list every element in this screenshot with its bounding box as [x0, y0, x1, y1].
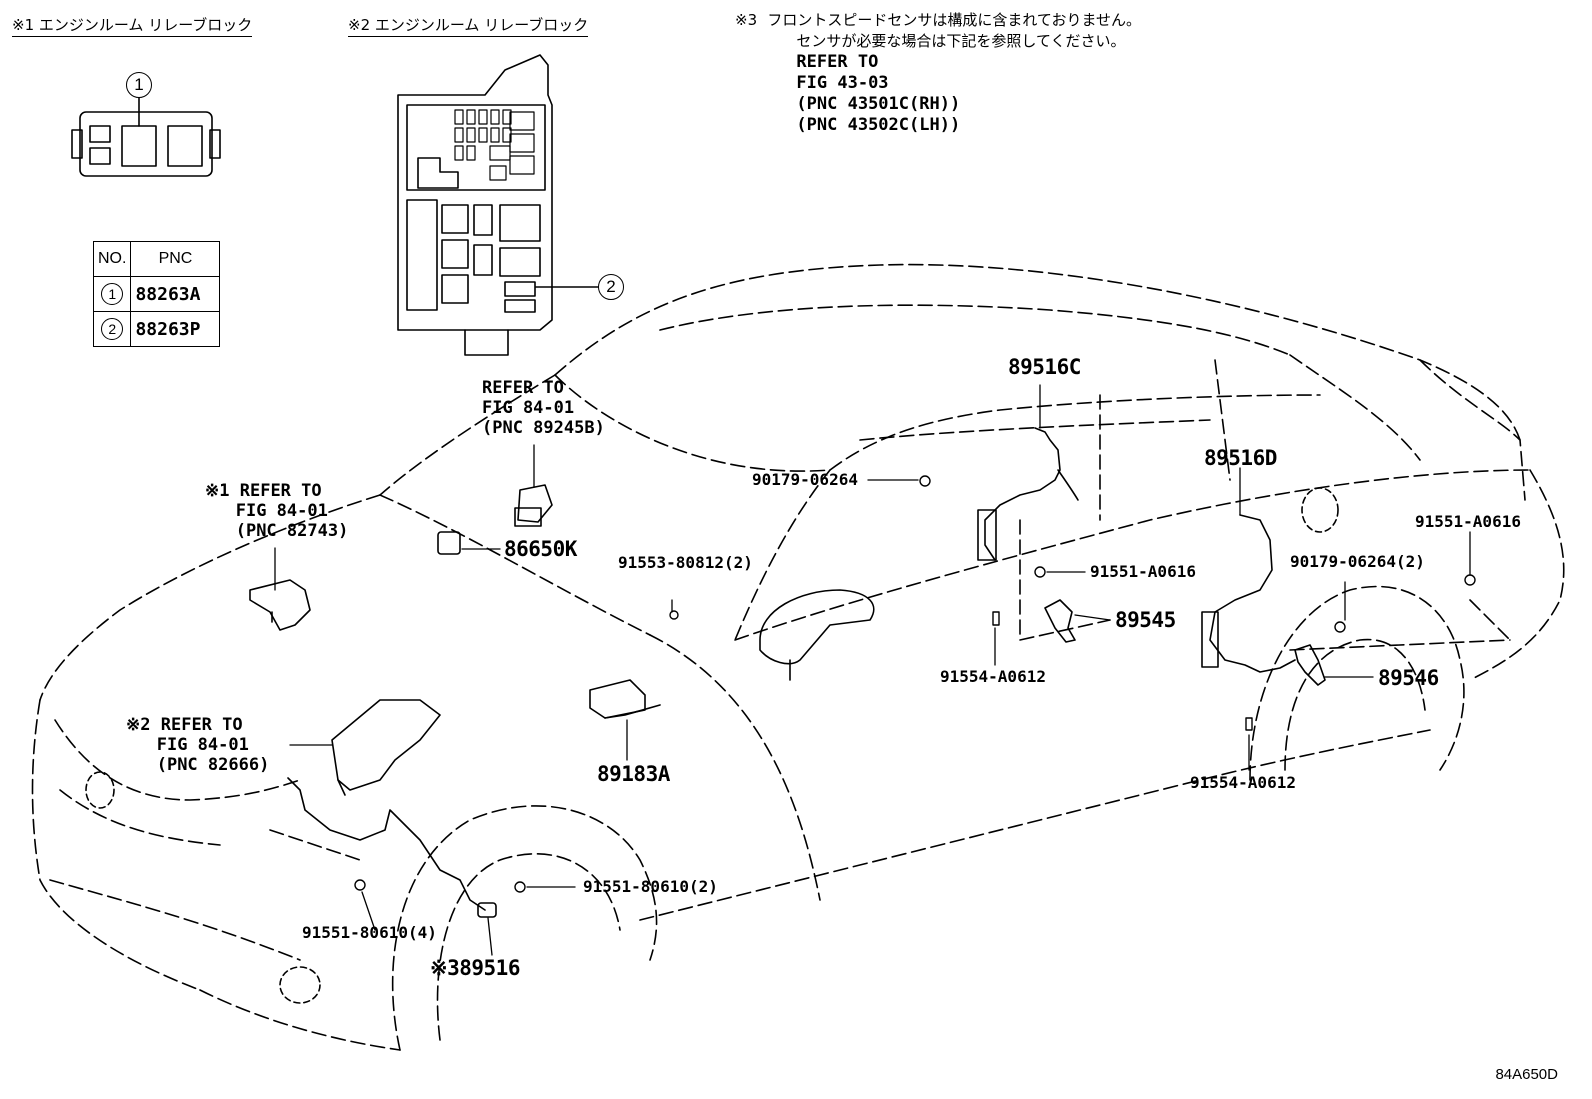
- part-89516-number: 89516: [459, 956, 520, 980]
- part-91551-A0616-b: 91551-A0616: [1415, 512, 1521, 531]
- pnc-table-header: NO. PNC: [92, 241, 221, 277]
- part-90179-06264-2: 90179-06264(2): [1290, 552, 1425, 571]
- side-mirror: [759, 589, 875, 665]
- note-3: ※3 フロントスピードセンサは構成に含まれておりません。 センサが必要な場合は下…: [735, 10, 1141, 136]
- part-91554-A0612-a: 91554-A0612: [940, 667, 1046, 686]
- part-89516: ※389516: [430, 956, 520, 980]
- note-3-line5: (PNC 43501C(RH)): [796, 94, 961, 114]
- row-pnc: 88263P: [130, 311, 221, 347]
- part-89183A: 89183A: [597, 762, 670, 786]
- part-89546: 89546: [1378, 666, 1439, 690]
- callout-1: 1: [126, 72, 152, 98]
- ref-82666-l1: REFER TO: [160, 715, 243, 735]
- ref-82666: ※2 REFER TO FIG 84-01 (PNC 82666): [126, 715, 269, 775]
- note-3-line3: REFER TO: [796, 52, 879, 72]
- note-3-line4: FIG 43-03: [796, 73, 889, 93]
- part-86650K: 86650K: [504, 537, 577, 561]
- row-number: 1: [101, 283, 124, 305]
- ref-89245b: REFER TO FIG 84-01 (PNC 89245B): [482, 378, 605, 438]
- ref-82666-l3: (PNC 82666): [156, 755, 270, 775]
- callout-2: 2: [598, 274, 624, 300]
- row-pnc: 88263A: [130, 276, 221, 312]
- part-91551-80610-4: 91551-80610(4): [302, 923, 437, 942]
- part-89516-mark: ※3: [430, 956, 460, 980]
- pnc-table: NO. PNC 1 88263A 2 88263P: [92, 241, 221, 347]
- ref-82666-mark: ※2: [126, 715, 151, 735]
- note-3-line6: (PNC 43502C(LH)): [796, 115, 961, 135]
- relay-block-2-header: ※2 エンジンルーム リレーブロック: [348, 14, 589, 37]
- part-91554-A0612-b: 91554-A0612: [1190, 773, 1296, 792]
- ref-82666-l2: FIG 84-01: [156, 735, 249, 755]
- ref-89245b-l1: REFER TO: [482, 378, 564, 398]
- drawing-id: 84A650D: [1495, 1066, 1558, 1083]
- ref-82743: ※1 REFER TO FIG 84-01 (PNC 82743): [205, 481, 348, 541]
- col-pnc-header: PNC: [130, 241, 221, 277]
- note-3-line1: フロントスピードセンサは構成に含まれておりません。: [767, 11, 1142, 29]
- note-3-mark: ※3: [735, 11, 758, 29]
- part-91551-80610-2: 91551-80610(2): [583, 877, 718, 896]
- ref-82743-mark: ※1: [205, 481, 230, 501]
- part-89516C: 89516C: [1008, 355, 1081, 379]
- ref-82743-l1: REFER TO: [239, 481, 322, 501]
- relay-block-2-drawing: [397, 54, 601, 356]
- ref-82743-l2: FIG 84-01: [235, 501, 328, 521]
- ref-89245b-l2: FIG 84-01: [482, 398, 575, 418]
- table-row: 2 88263P: [92, 311, 221, 347]
- ref-82743-l3: (PNC 82743): [235, 521, 349, 541]
- row-number: 2: [101, 318, 124, 340]
- note-3-line2: センサが必要な場合は下記を参照してください。: [796, 32, 1126, 50]
- ref-89245b-l3: (PNC 89245B): [482, 418, 605, 438]
- car-body-outline: [31, 263, 1565, 1051]
- part-91553-80812-2: 91553-80812(2): [618, 553, 753, 572]
- relay-block-1-header: ※1 エンジンルーム リレーブロック: [12, 14, 253, 37]
- part-89545: 89545: [1115, 608, 1176, 632]
- col-no-header: NO.: [92, 241, 132, 277]
- part-91551-A0616-a: 91551-A0616: [1090, 562, 1196, 581]
- relay-block-1-drawing: [71, 92, 221, 177]
- part-90179-06264: 90179-06264: [752, 470, 858, 489]
- table-row: 1 88263A: [92, 276, 221, 312]
- part-89516D: 89516D: [1204, 446, 1277, 470]
